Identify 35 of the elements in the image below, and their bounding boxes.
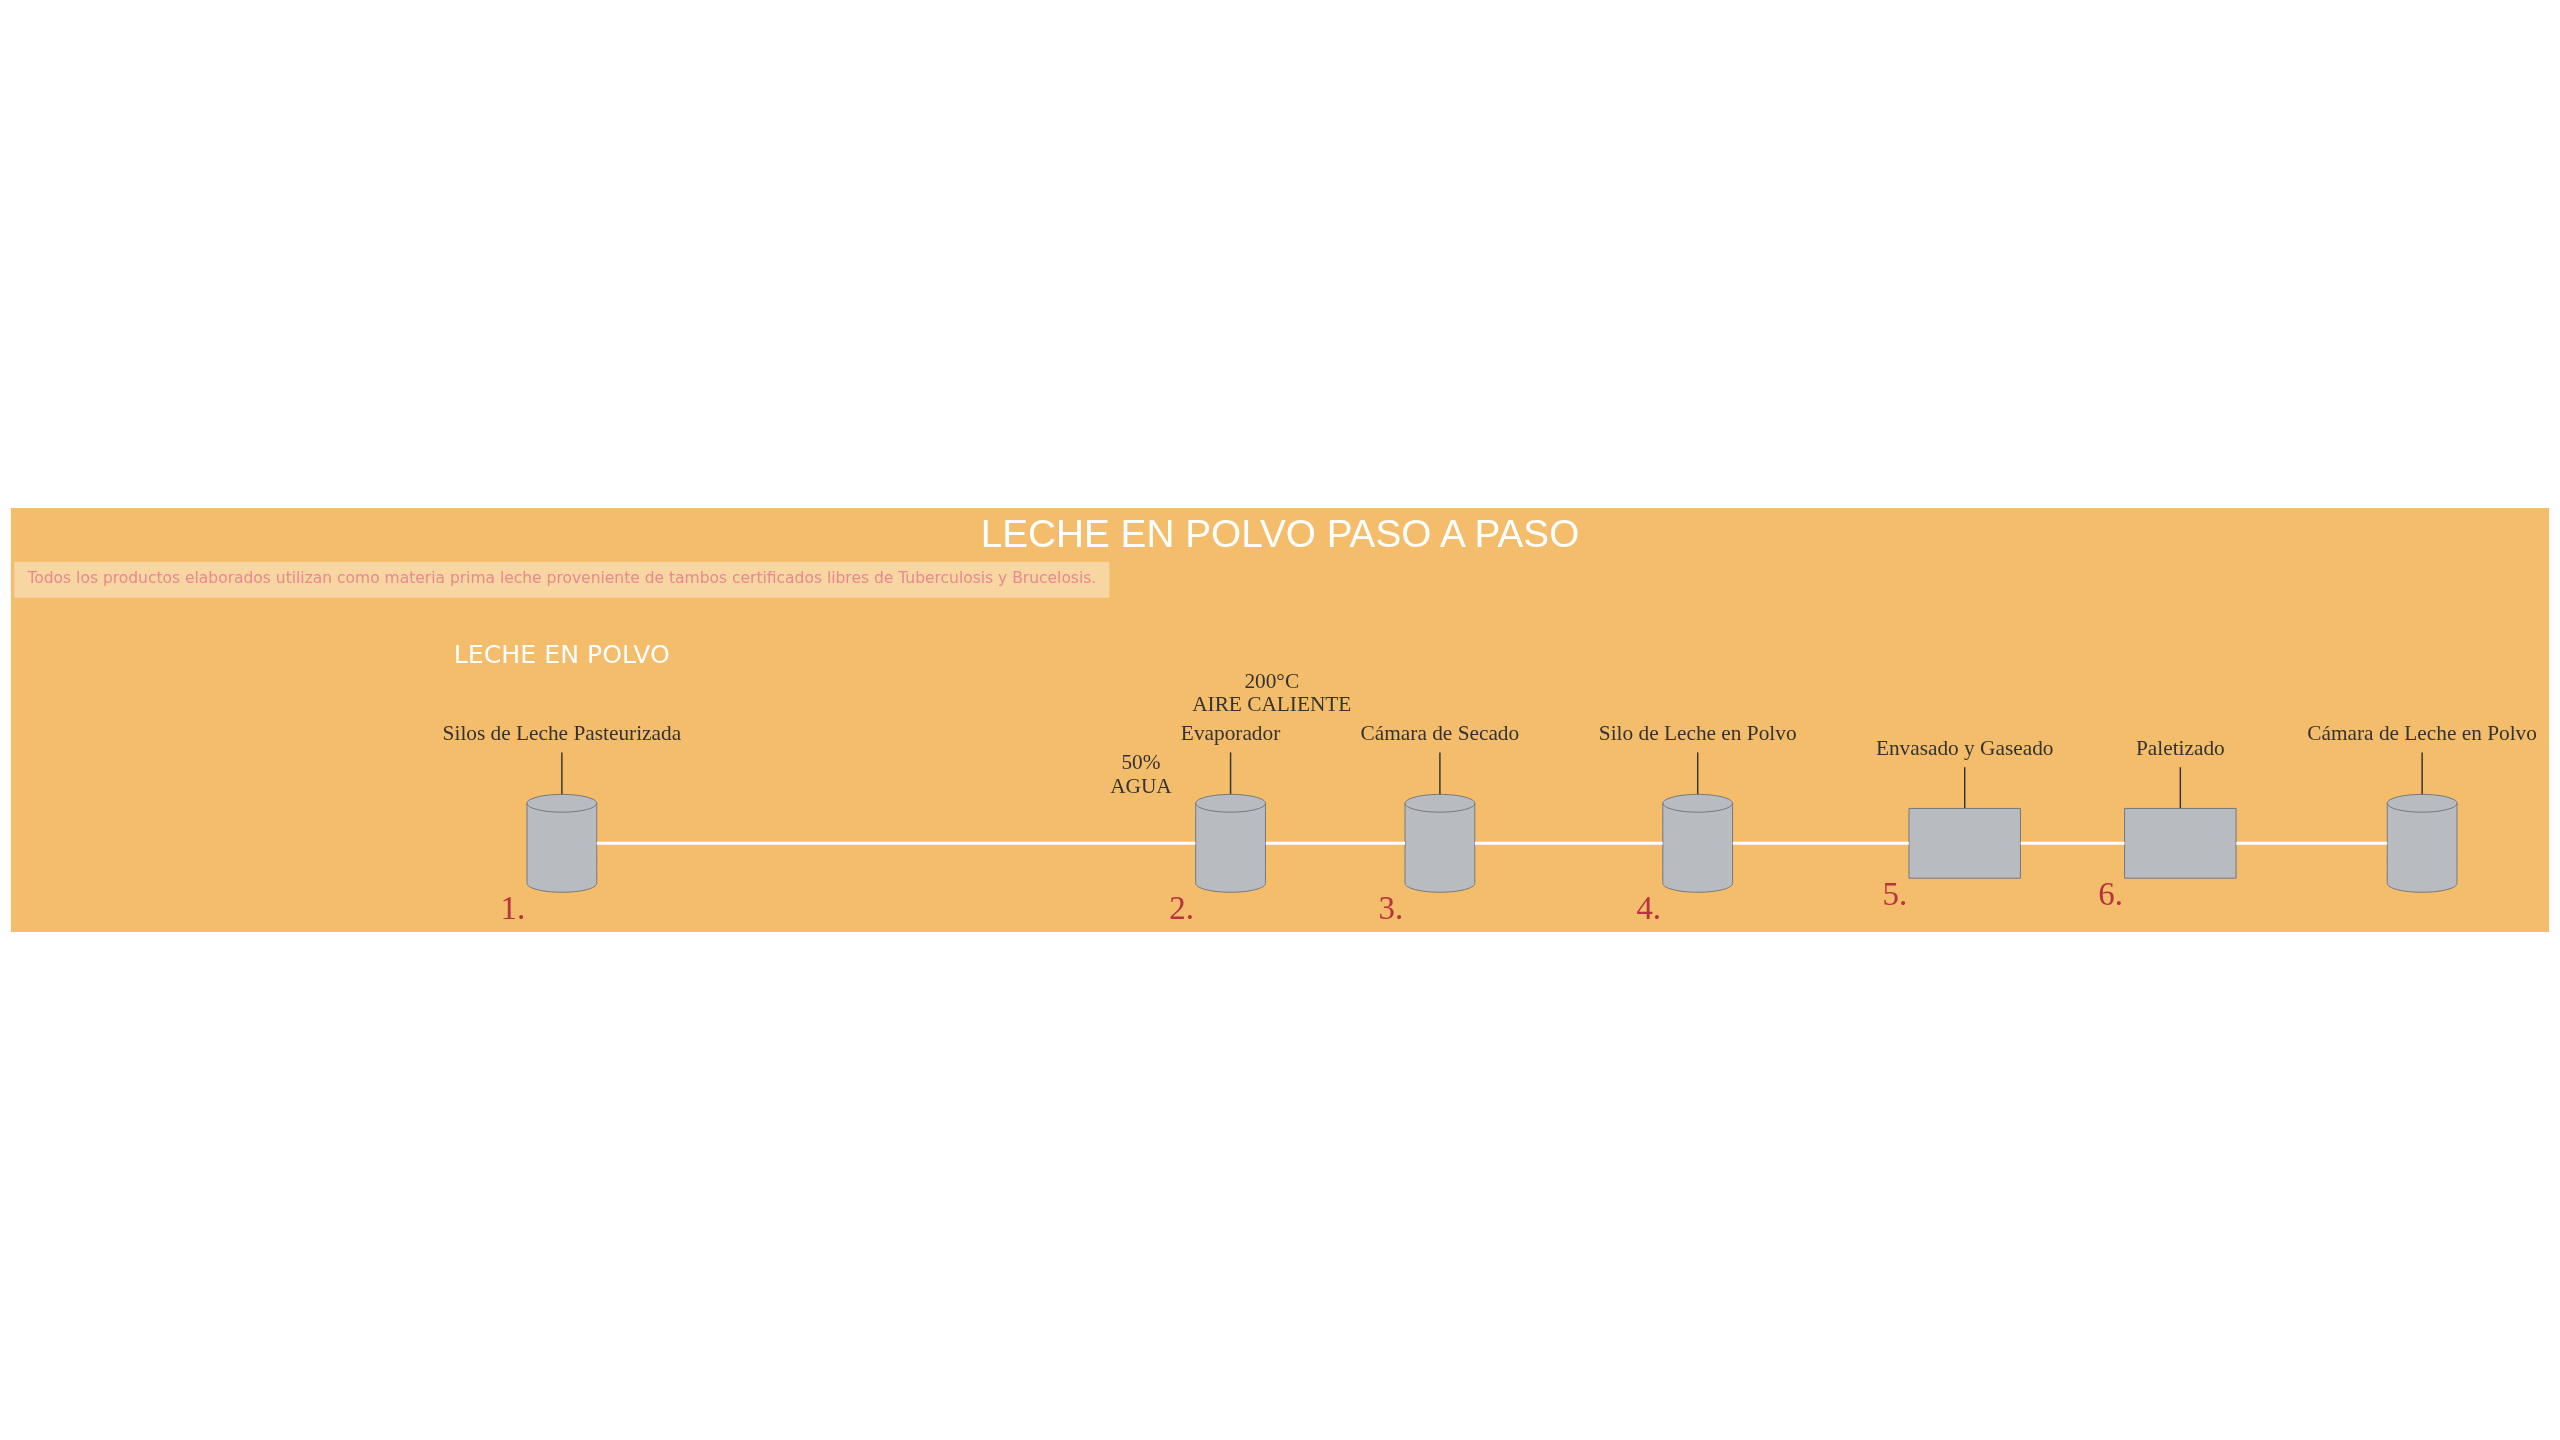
node-label: 200°C bbox=[1244, 668, 1300, 693]
node-label: 2. bbox=[1169, 889, 1194, 926]
connector bbox=[596, 841, 1196, 845]
node-label: 5. bbox=[1882, 875, 1908, 912]
connector bbox=[1229, 751, 1232, 795]
node-label: AGUA bbox=[1110, 773, 1172, 798]
node-label: 6. bbox=[2098, 875, 2123, 912]
node-label: 1. bbox=[500, 889, 526, 926]
connector bbox=[561, 751, 563, 795]
connector bbox=[1963, 766, 1966, 809]
node-label: 3. bbox=[1378, 889, 1404, 926]
connector bbox=[2020, 841, 2125, 845]
connector bbox=[2421, 751, 2423, 795]
node-label: 4. bbox=[1636, 889, 1662, 926]
node-text: Silos de Leche Pasteurizada bbox=[442, 721, 682, 746]
node-text: Envasado y Gaseado bbox=[1875, 735, 2054, 760]
connector bbox=[1732, 841, 1909, 845]
node-text: Cámara de Leche en Polvo bbox=[2307, 721, 2537, 746]
node-label: AIRE CALIENTE bbox=[1192, 692, 1352, 717]
node-text: Evaporador bbox=[1180, 721, 1281, 746]
node-box bbox=[2124, 807, 2237, 879]
node-text: Silo de Leche en Polvo bbox=[1598, 721, 1797, 746]
connector bbox=[1439, 751, 1441, 795]
node-box bbox=[1908, 807, 2021, 879]
diagram-title: LECHE EN POLVO PASO A PASO bbox=[980, 511, 1580, 555]
connector bbox=[1696, 751, 1699, 795]
connector bbox=[2179, 766, 2182, 809]
label: Todos los productos elaborados utilizan como materia prima leche proveniente de tambos certificados libres de Tuberculosis y Brucelosis. bbox=[27, 569, 1097, 588]
label: LECHE EN POLVO bbox=[453, 640, 670, 670]
connector bbox=[1474, 841, 1663, 845]
connector bbox=[2236, 841, 2388, 845]
node-text: Paletizado bbox=[2135, 735, 2225, 760]
connector bbox=[1265, 841, 1405, 845]
node-text: Cámara de Secado bbox=[1360, 721, 1520, 746]
node-label: 50% bbox=[1121, 750, 1161, 775]
